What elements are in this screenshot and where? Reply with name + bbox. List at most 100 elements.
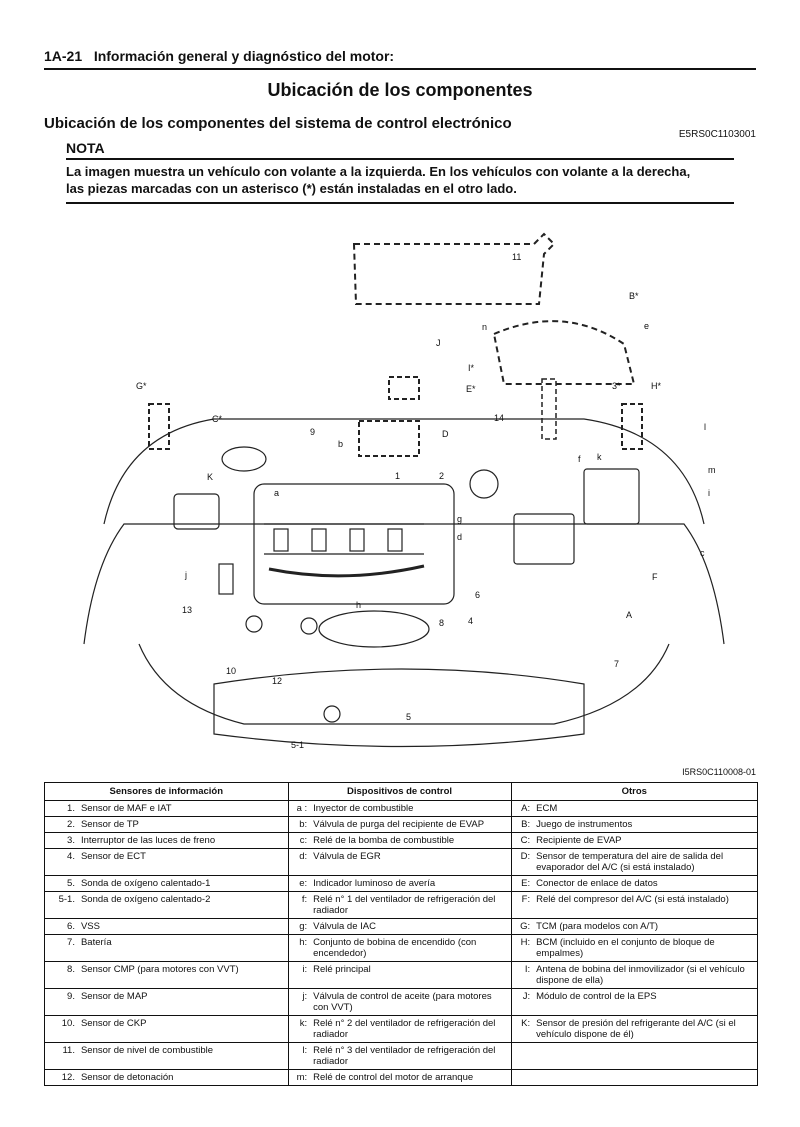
callout-label: k	[597, 452, 602, 462]
callout-label: g	[457, 514, 462, 524]
other-name: TCM (para modelos con A/T)	[533, 918, 759, 935]
sensor-number: 5.	[43, 875, 78, 892]
other-letter: J:	[510, 988, 534, 1016]
other-letter: H:	[510, 934, 534, 962]
device-letter: h:	[287, 934, 311, 962]
sensor-number: 6.	[43, 918, 78, 935]
sensor-name: Sensor de ECT	[77, 848, 289, 876]
device-name: Relé de control del motor de arranque	[310, 1069, 512, 1086]
callout-label: c	[700, 548, 705, 558]
callout-label: 5-1	[291, 740, 304, 750]
callout-label: 5	[406, 712, 411, 722]
callout-label: a	[274, 488, 279, 498]
callout-label: G*	[136, 381, 147, 391]
callout-label: J	[436, 338, 441, 348]
column-header-others: Otros	[510, 782, 759, 801]
other-letter: F:	[510, 891, 534, 919]
sensor-number: 4.	[43, 848, 78, 876]
section-subtitle: Ubicación de los componentes del sistema…	[44, 115, 512, 132]
other-name: Sensor de presión del refrigerante del A…	[533, 1015, 759, 1043]
figure-code: I5RS0C110008-01	[682, 767, 756, 777]
callout-label: b	[338, 439, 343, 449]
sensor-number: 7.	[43, 934, 78, 962]
sensor-number: 2.	[43, 816, 78, 833]
device-letter: c:	[287, 832, 311, 849]
callout-label: 1	[395, 471, 400, 481]
callout-label: 9	[310, 427, 315, 437]
callout-label: C*	[212, 414, 222, 424]
sensor-name: Sonda de oxígeno calentado-1	[77, 875, 289, 892]
callout-label: m	[708, 465, 716, 475]
device-letter: l:	[287, 1042, 311, 1070]
sensor-name: Sensor de MAP	[77, 988, 289, 1016]
components-table: Sensores de información Dispositivos de …	[43, 782, 759, 1086]
callout-label: D	[442, 429, 449, 439]
device-name: Válvula de EGR	[310, 848, 512, 876]
sensor-name: Sonda de oxígeno calentado-2	[77, 891, 289, 919]
other-letter: E:	[510, 875, 534, 892]
device-name: Relé n° 2 del ventilador de refrigeració…	[310, 1015, 512, 1043]
device-name: Relé n° 3 del ventilador de refrigeració…	[310, 1042, 512, 1070]
other-letter: K:	[510, 1015, 534, 1043]
callout-label: 7	[614, 659, 619, 669]
device-letter: k:	[287, 1015, 311, 1043]
other-name: Relé del compresor del A/C (si está inst…	[533, 891, 759, 919]
callout-label: j	[184, 570, 187, 580]
sensor-name: VSS	[77, 918, 289, 935]
page-header: 1A-21 Información general y diagnóstico …	[44, 48, 756, 64]
sensor-number: 9.	[43, 988, 78, 1016]
sensor-number: 3.	[43, 832, 78, 849]
engine-bay-drawing	[83, 232, 725, 748]
note-text: La imagen muestra un vehículo con volant…	[66, 163, 734, 197]
table-row: 8.Sensor CMP (para motores con VVT)i:Rel…	[43, 961, 759, 989]
other-letter	[510, 1042, 534, 1070]
other-name: Sensor de temperatura del aire de salida…	[533, 848, 759, 876]
device-name: Relé de la bomba de combustible	[310, 832, 512, 849]
document-code: E5RS0C1103001	[678, 129, 756, 140]
callout-label: h	[356, 600, 361, 610]
other-name: Juego de instrumentos	[533, 816, 759, 833]
callout-label: 2	[439, 471, 444, 481]
callout-label: f	[578, 454, 581, 464]
callout-label: d	[457, 532, 462, 542]
device-letter: e:	[287, 875, 311, 892]
sensor-name: Sensor de CKP	[77, 1015, 289, 1043]
callout-label: 6	[475, 590, 480, 600]
note-rule-bottom	[66, 202, 734, 204]
callout-label: 14	[494, 413, 504, 423]
note-line-1: La imagen muestra un vehículo con volant…	[66, 164, 691, 179]
other-name: Módulo de control de la EPS	[533, 988, 759, 1016]
device-letter: b:	[287, 816, 311, 833]
other-name: BCM (incluido en el conjunto de bloque d…	[533, 934, 759, 962]
other-name	[533, 1069, 759, 1086]
device-name: Inyector de combustible	[310, 800, 512, 817]
other-letter: I:	[510, 961, 534, 989]
device-name: Conjunto de bobina de encendido (con enc…	[310, 934, 512, 962]
device-letter: d:	[287, 848, 311, 876]
device-name: Relé n° 1 del ventilador de refrigeració…	[310, 891, 512, 919]
sensor-name: Sensor de detonación	[77, 1069, 289, 1086]
device-letter: f:	[287, 891, 311, 919]
other-name: Antena de bobina del inmovilizador (si e…	[533, 961, 759, 989]
sensor-name: Batería	[77, 934, 289, 962]
sensor-name: Interruptor de las luces de freno	[77, 832, 289, 849]
callout-label: 10	[226, 666, 236, 676]
other-letter: G:	[510, 918, 534, 935]
other-name: Recipiente de EVAP	[533, 832, 759, 849]
page-reference: 1A-21	[44, 48, 83, 64]
device-name: Indicador luminoso de avería	[310, 875, 512, 892]
other-letter: C:	[510, 832, 534, 849]
table-header-row: Sensores de información Dispositivos de …	[44, 782, 759, 801]
